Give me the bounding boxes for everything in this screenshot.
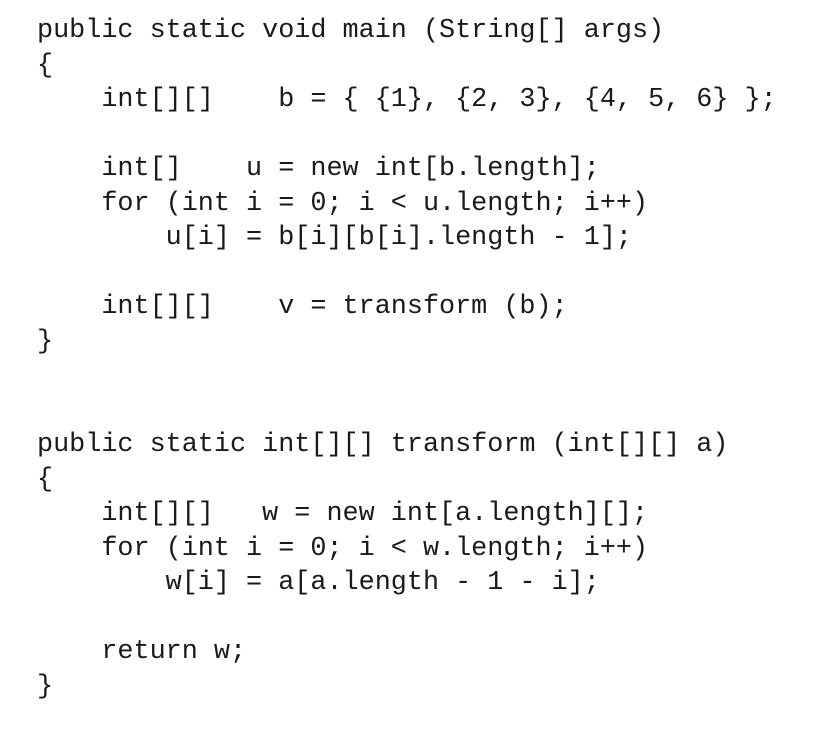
code-listing: public static void main (String[] args) {… bbox=[37, 14, 777, 704]
code-line-declare-u: int[] u = new int[b.length]; bbox=[37, 154, 600, 184]
code-line-main-signature: public static void main (String[] args) bbox=[37, 16, 665, 46]
code-line-blank bbox=[37, 256, 777, 291]
code-line-blank bbox=[37, 394, 777, 429]
code-line-blank bbox=[37, 601, 777, 636]
code-line-assign-u: u[i] = b[i][b[i].length - 1]; bbox=[37, 223, 632, 253]
code-line-main-open-brace: { bbox=[37, 50, 54, 81]
code-line-blank bbox=[37, 118, 777, 153]
code-line-declare-w: int[][] w = new int[a.length][]; bbox=[37, 499, 649, 529]
code-line-transform-open-brace: { bbox=[37, 464, 54, 495]
code-line-blank bbox=[37, 359, 777, 394]
code-line-assign-w: w[i] = a[a.length - 1 - i]; bbox=[37, 568, 600, 598]
code-line-for-w: for (int i = 0; i < w.length; i++) bbox=[37, 533, 649, 564]
code-line-main-close-brace: } bbox=[37, 326, 54, 357]
code-line-declare-b: int[][] b = { {1}, {2, 3}, {4, 5, 6} }; bbox=[37, 85, 777, 115]
code-line-for-u: for (int i = 0; i < u.length; i++) bbox=[37, 188, 649, 219]
code-line-return-w: return w; bbox=[37, 637, 247, 667]
code-line-transform-signature: public static int[][] transform (int[][]… bbox=[37, 430, 729, 460]
code-line-transform-close-brace: } bbox=[37, 671, 54, 702]
code-line-declare-v: int[][] v = transform (b); bbox=[37, 292, 568, 322]
